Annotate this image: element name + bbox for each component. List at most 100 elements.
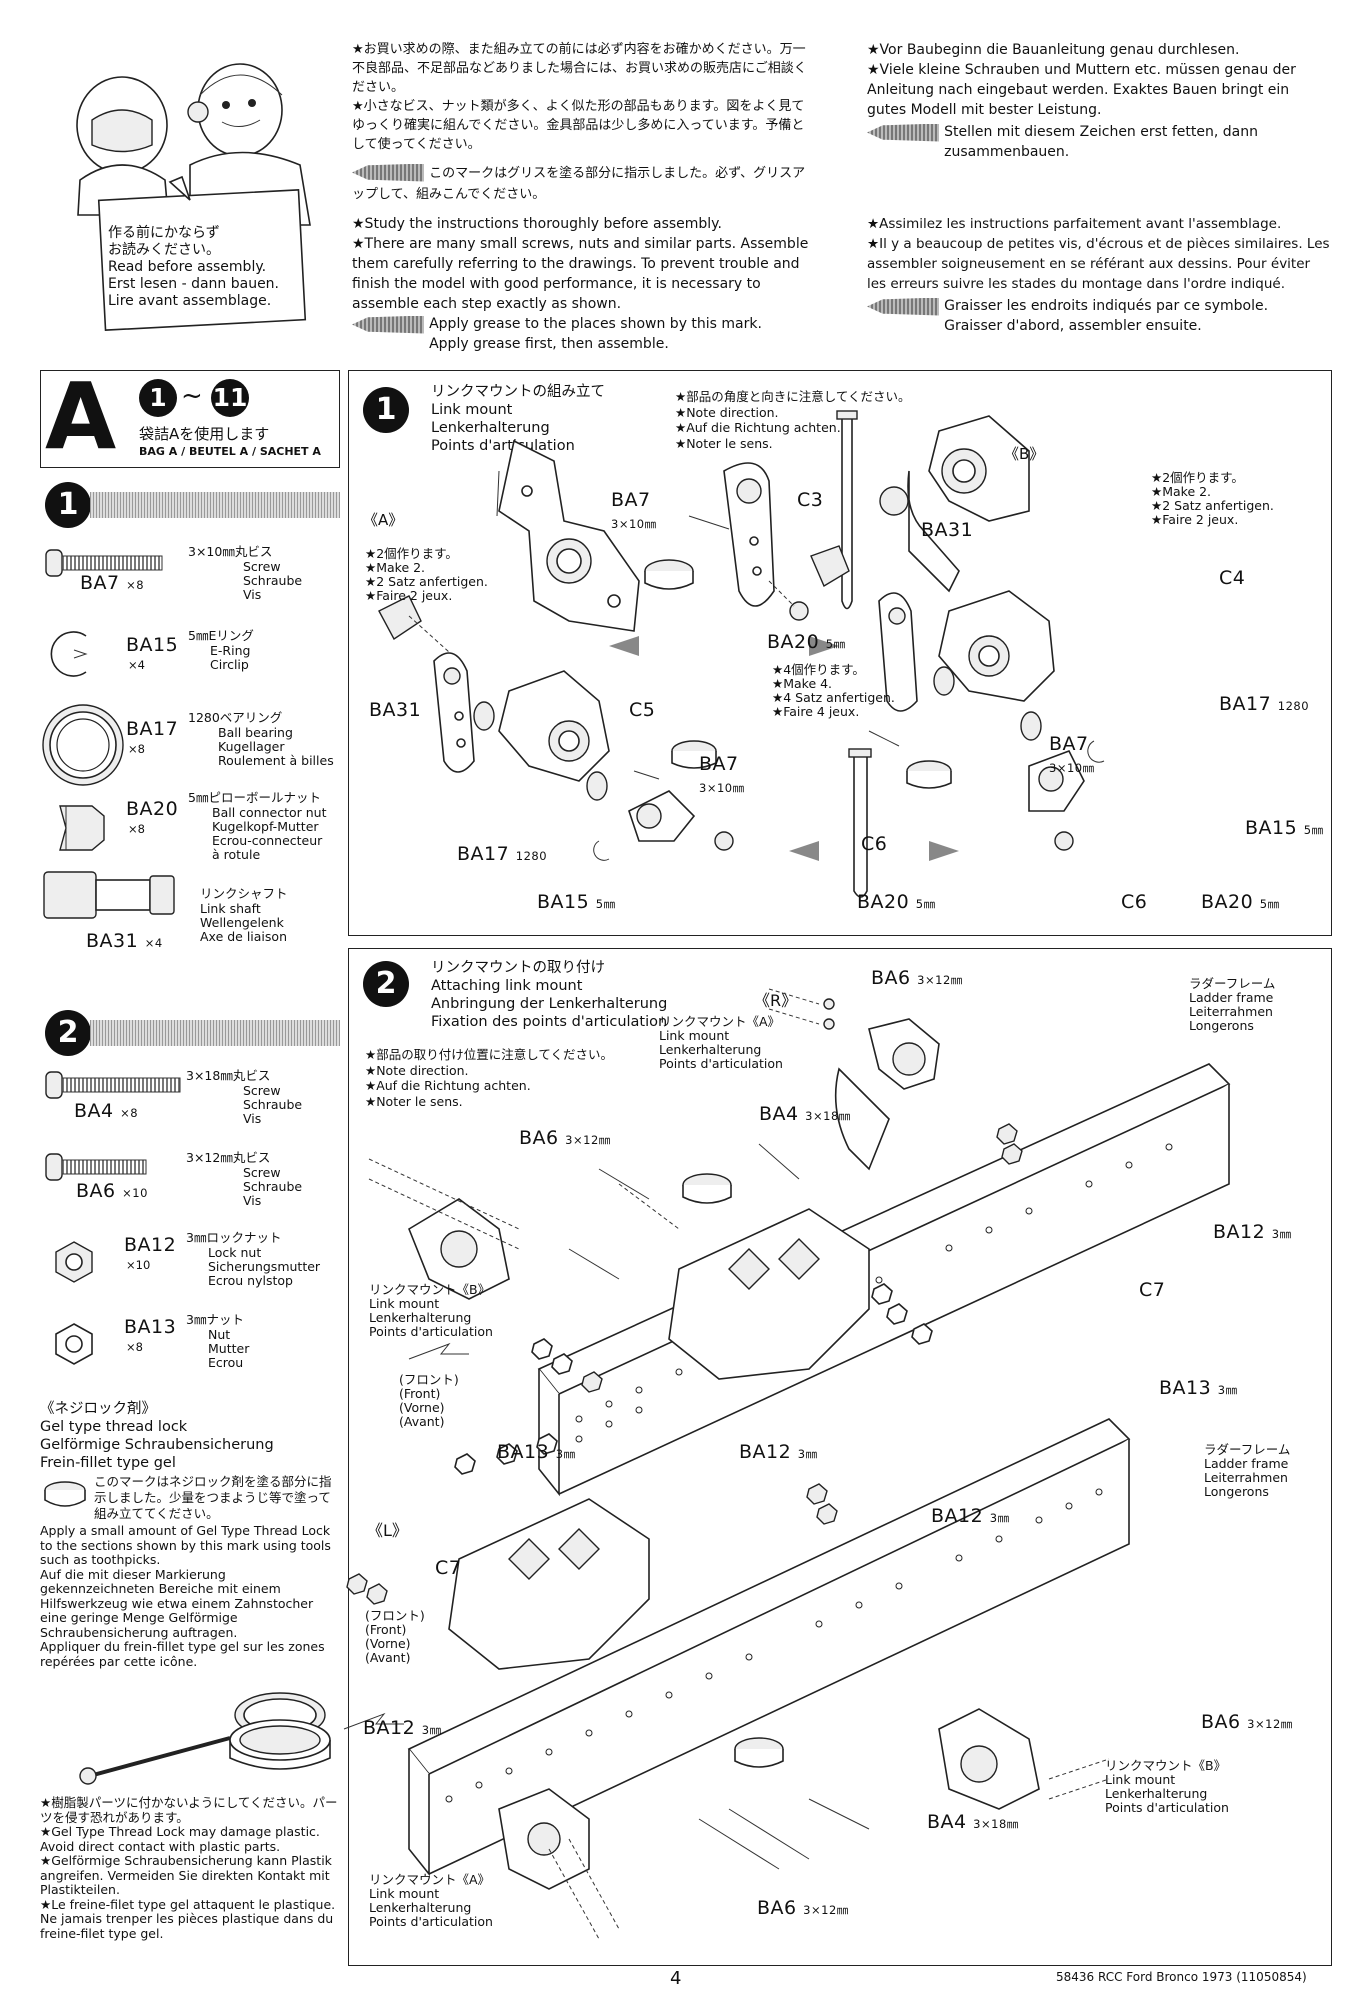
ba17-desc: Ball bearing Kugellager Roulement à bill…	[218, 725, 334, 768]
parts1-list: BA7 ×8 3×10㎜丸ビス Screw Schraube Vis BA15 …	[40, 540, 345, 960]
ba6-tl-callout: BA6 3×12㎜	[519, 1127, 611, 1149]
grease-icon	[352, 163, 424, 182]
threadlock-title: 《ネジロック剤》 Gel type thread lock Gelförmige…	[40, 1401, 274, 1471]
front-top-label: (フロント) (Front) (Vorne) (Avant)	[399, 1372, 459, 1429]
ba7-code: BA7 ×8	[80, 572, 145, 594]
ba4-top-callout: BA4 3×18㎜	[759, 1103, 851, 1125]
ba31-size: リンクシャフト	[200, 886, 288, 901]
ba12-tr-callout: BA12 3㎜	[1213, 1221, 1292, 1243]
ba6-size: 3×12㎜丸ビス	[186, 1150, 271, 1165]
step1-make2-B: ★2個作ります。 ★Make 2. ★2 Satz anfertigen. ★F…	[1151, 470, 1274, 527]
threadlock-jp: このマークはネジロック剤を塗る部分に指示しました。少量をつまようじ等で塗って組み…	[94, 1474, 332, 1521]
ba15-right-callout: BA15 5㎜	[1245, 817, 1324, 839]
ba20-bottom-callout: BA20 5㎜	[857, 891, 936, 913]
ba13-left-callout: BA13 3㎜	[497, 1441, 576, 1463]
lock-nut-ba12-icon	[55, 1241, 93, 1283]
ba20-qty: ×8	[128, 822, 145, 836]
ba4-bottom-callout: BA4 3×18㎜	[927, 1811, 1019, 1833]
step2-label-R: 《R》	[754, 991, 798, 1010]
ba13-right-callout: BA13 3㎜	[1159, 1377, 1238, 1399]
ba31-right-callout: BA31	[921, 519, 974, 541]
step1-label-A: 《A》	[363, 511, 404, 529]
ba4-desc: Screw Schraube Vis	[243, 1083, 303, 1126]
threadlock-icon	[44, 1481, 86, 1507]
ba13-desc: Nut Mutter Ecrou	[208, 1327, 250, 1370]
link-b-left-label: リンクマウント《B》 Link mount Lenkerhalterung Po…	[369, 1282, 493, 1339]
ba31-code: BA31 ×4	[86, 930, 163, 952]
link-shaft-ba31-icon	[43, 871, 175, 919]
illustration-caption: 作る前にかならず お読みください。 Read before assembly. …	[108, 225, 280, 309]
c6-mid-callout: C6	[861, 833, 888, 855]
ba15-code: BA15	[126, 634, 179, 656]
c7-top-callout: C7	[1139, 1279, 1166, 1301]
intro-illustration: 作る前にかならず お読みください。 Read before assembly. …	[40, 40, 340, 340]
nut-ba13-icon	[55, 1323, 93, 1365]
ba20-right-callout: BA20 5㎜	[1201, 891, 1280, 913]
ba6-code: BA6 ×10	[76, 1180, 148, 1202]
fr-grease-text: Graisser les endroits indiqués par ce sy…	[944, 298, 1269, 334]
ba12-code: BA12	[124, 1234, 177, 1256]
link-a-top-label: リンクマウント《A》 Link mount Lenkerhalterung Po…	[659, 1014, 783, 1071]
step1-note: ★部品の角度と向きに注意してください。 ★Note direction. ★Au…	[675, 389, 911, 451]
ladder-top-label: ラダーフレーム Ladder frame Leiterrahmen Longer…	[1189, 976, 1276, 1033]
step1-title: リンクマウントの組み立て Link mount Lenkerhalterung …	[431, 384, 605, 454]
threadlock-warning: ★樹脂製パーツに付かないようにしてください。パーツを侵す恐れがあります。 ★Ge…	[40, 1795, 338, 1941]
parts-step-2-badge: 2	[45, 1010, 91, 1056]
ba6-br-callout: BA6 3×12㎜	[1201, 1711, 1293, 1733]
ba20-size: 5㎜ピローボールナット	[188, 790, 321, 805]
c5-callout: C5	[629, 699, 656, 721]
parts-step-1-badge: 1	[45, 482, 91, 528]
grease-icon	[352, 315, 424, 334]
ba20-code: BA20	[126, 798, 179, 820]
link-a-bottom-label: リンクマウント《A》 Link mount Lenkerhalterung Po…	[369, 1872, 493, 1929]
step1-label-B: 《B》	[1004, 445, 1045, 463]
en-grease-text: Apply grease to the places shown by this…	[429, 316, 762, 352]
ba31-desc: Link shaft Wellengelenk Axe de liaison	[200, 901, 287, 944]
ball-nut-ba20-icon	[59, 805, 105, 851]
ba13-qty: ×8	[126, 1340, 143, 1354]
bag-range-start: 1	[139, 379, 177, 417]
step1-box: 1 リンクマウントの組み立て Link mount Lenkerhalterun…	[348, 370, 1332, 936]
ba12-qty: ×10	[126, 1258, 151, 1272]
step1-drawing	[378, 410, 1105, 898]
ba17-left-callout: BA17 1280	[457, 843, 548, 865]
c7-bottom-callout: C7	[435, 1557, 462, 1579]
intro-fr-text: ★Assimilez les instructions parfaitement…	[867, 216, 1330, 292]
ba20-desc: Ball connector nut Kugelkopf-Mutter Ecro…	[212, 805, 327, 862]
screw-ba4-icon	[45, 1071, 181, 1099]
step1-make4: ★4個作ります。 ★Make 4. ★4 Satz anfertigen. ★F…	[772, 662, 895, 719]
ba17-qty: ×8	[128, 742, 145, 756]
step2-badge: 2	[363, 961, 409, 1007]
ba7-size: 3×10㎜丸ビス	[188, 544, 273, 559]
ba13-size: 3㎜ナット	[186, 1312, 244, 1327]
grease-icon	[867, 123, 939, 142]
c3-callout: C3	[797, 489, 824, 511]
intro-jp-grease: このマークはグリスを塗る部分に指示しました。必ず、グリスアップして、組みこんでく…	[352, 162, 817, 204]
intro-en-grease: Apply grease to the places shown by this…	[352, 314, 817, 354]
parts-step-1-bar	[90, 492, 340, 518]
step2-note: ★部品の取り付け位置に注意してください。 ★Note direction. ★A…	[365, 1047, 613, 1109]
step2-box: 2 リンクマウントの取り付け Attaching link mount Anbr…	[343, 948, 1332, 1966]
step1-badge: 1	[363, 387, 409, 433]
page-number: 4	[670, 1968, 682, 1989]
intro-de-grease: Stellen mit diesem Zeichen erst fetten, …	[867, 122, 1332, 162]
ba17-code: BA17	[126, 718, 179, 740]
ba7-desc: Screw Schraube Vis	[243, 559, 303, 602]
intro-en-text: ★Study the instructions thoroughly befor…	[352, 216, 809, 312]
screw-ba7-icon	[45, 549, 163, 577]
bag-range-end: 11	[211, 379, 249, 417]
step2-drawing	[343, 988, 1231, 1940]
ladder-bottom-label: ラダーフレーム Ladder frame Leiterrahmen Longer…	[1204, 1442, 1291, 1499]
ba6-desc: Screw Schraube Vis	[243, 1165, 303, 1208]
ba31-left-callout: BA31	[369, 699, 422, 721]
ba12-size: 3㎜ロックナット	[186, 1230, 282, 1245]
step1-make2-A: ★2個作ります。 ★Make 2. ★2 Satz anfertigen. ★F…	[365, 546, 488, 603]
front-bottom-label: (フロント) (Front) (Vorne) (Avant)	[365, 1608, 425, 1665]
ba12-lower-right-callout: BA12 3㎜	[931, 1505, 1010, 1527]
jp-grease-text: このマークはグリスを塗る部分に指示しました。必ず、グリスアップして、組みこんでく…	[352, 166, 806, 202]
ba17-right-callout: BA17 1280	[1219, 693, 1310, 715]
ba15-desc: E-Ring Circlip	[210, 643, 251, 672]
parts-step-2-bar	[90, 1020, 340, 1046]
